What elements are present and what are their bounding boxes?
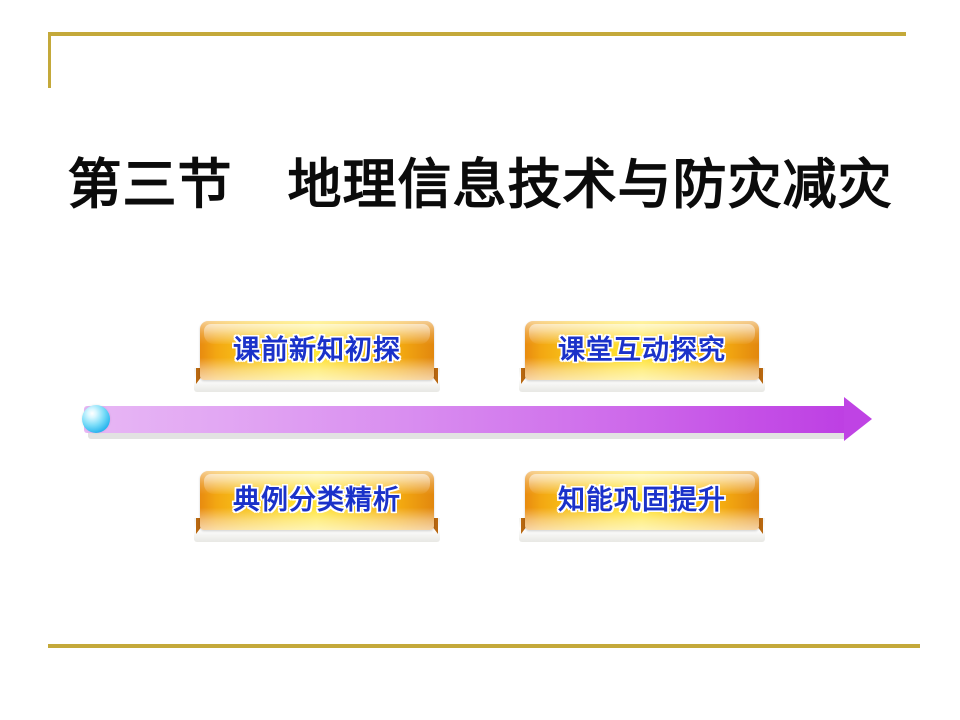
plaque-body[interactable]: 知能巩固提升 (525, 471, 759, 530)
nav-button-label: 知能巩固提升 (558, 484, 726, 516)
nav-button-zhi-neng-gong-gu-ti-sheng[interactable]: 知能巩固提升 (519, 471, 765, 545)
arrow-bead-icon (82, 405, 110, 433)
left-gold-rule (48, 32, 51, 88)
nav-button-ke-tang-hu-dong-tan-jiu[interactable]: 课堂互动探究 (519, 321, 765, 395)
progress-arrow (82, 397, 872, 441)
nav-button-label: 典例分类精析 (233, 484, 401, 516)
arrow-head-icon (844, 397, 872, 441)
arrow-shaft (84, 406, 848, 433)
plaque-body[interactable]: 典例分类精析 (200, 471, 434, 530)
nav-button-label: 课堂互动探究 (558, 334, 726, 366)
slide-title: 第三节 地理信息技术与防灾减灾 (67, 152, 893, 216)
bottom-gold-rule (48, 644, 920, 648)
plaque-body[interactable]: 课堂互动探究 (525, 321, 759, 380)
plaque-body[interactable]: 课前新知初探 (200, 321, 434, 380)
nav-button-dian-li-fen-lei-jing-xi[interactable]: 典例分类精析 (194, 471, 440, 545)
nav-button-ke-qian-xin-zhi-chu-tan[interactable]: 课前新知初探 (194, 321, 440, 395)
nav-button-label: 课前新知初探 (233, 334, 401, 366)
top-gold-rule (48, 32, 906, 36)
